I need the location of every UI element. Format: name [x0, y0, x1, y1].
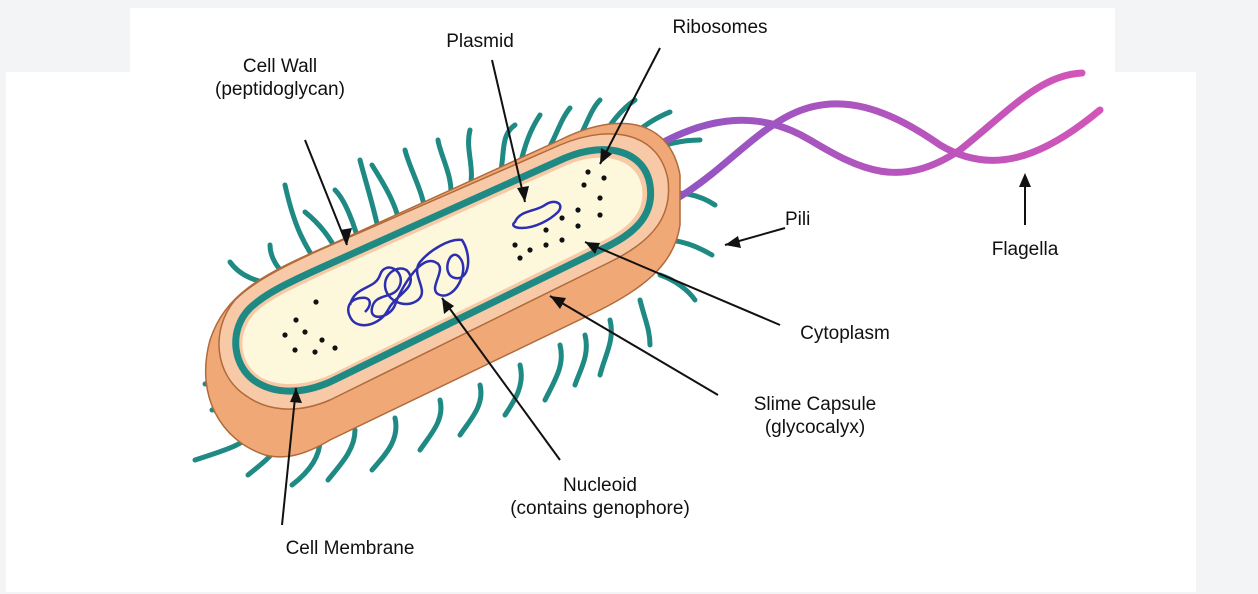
- flagella-label: Flagella: [965, 238, 1085, 261]
- cell-wall-label-line2: (peptidoglycan): [185, 78, 375, 101]
- slime-capsule-label: Slime Capsule (glycocalyx): [705, 393, 925, 439]
- nucleoid-label-line2: (contains genophore): [480, 497, 720, 520]
- cell-wall-label: Cell Wall (peptidoglycan): [185, 55, 375, 101]
- cell-wall-leader: [305, 140, 347, 245]
- pili-label: Pili: [785, 208, 845, 231]
- slime-capsule-label-line2: (glycocalyx): [705, 416, 925, 439]
- cell-membrane-label: Cell Membrane: [250, 537, 450, 560]
- cytoplasm-label: Cytoplasm: [770, 322, 920, 345]
- nucleoid-label: Nucleoid (contains genophore): [480, 474, 720, 520]
- plasmid-label: Plasmid: [420, 30, 540, 53]
- ribosomes-label: Ribosomes: [640, 16, 800, 39]
- nucleoid-label-line1: Nucleoid: [480, 474, 720, 497]
- slime-capsule-label-line1: Slime Capsule: [705, 393, 925, 416]
- cell-wall-label-line1: Cell Wall: [185, 55, 375, 78]
